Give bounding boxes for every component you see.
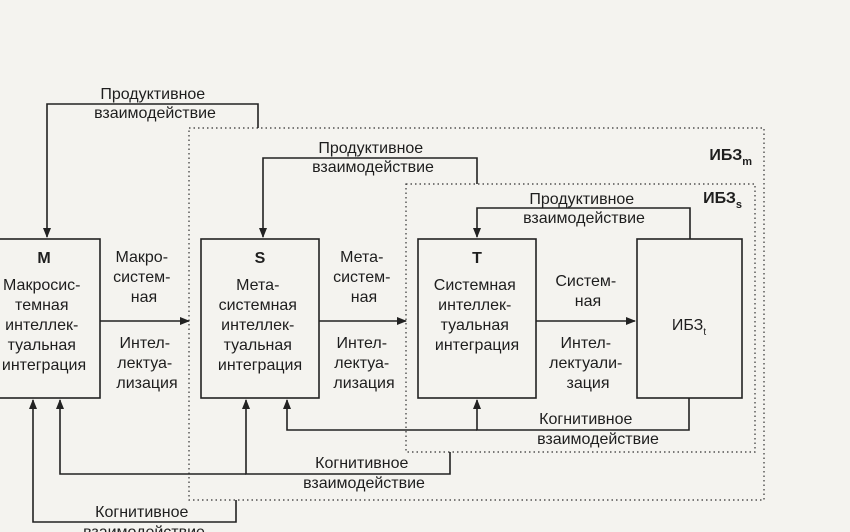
loop-prod-mid xyxy=(259,157,478,238)
loop-cog-inner-t xyxy=(473,398,690,431)
block-t xyxy=(417,238,537,399)
block-s xyxy=(200,238,320,399)
block-t-letter: Т xyxy=(472,250,482,267)
label-prod-mid: Продуктивное взаимодействие xyxy=(312,140,434,176)
loop-prod-inner xyxy=(473,207,691,239)
loop-cog-outer xyxy=(29,399,237,523)
block-m xyxy=(0,238,101,399)
zone-ibz-s xyxy=(405,183,756,453)
block-ibz-t-label: ИБЗt xyxy=(672,317,706,338)
block-m-letter: М xyxy=(37,250,50,267)
flow-ti-bottom: Интел- лектуали- зация xyxy=(549,335,627,392)
loop-prod-outer xyxy=(43,103,259,238)
label-cog-inner: Когнитивное взаимодействие xyxy=(537,411,659,448)
loop-cog-mid-m xyxy=(56,399,246,475)
zone-ibz-s-label: ИБЗs xyxy=(703,190,742,211)
block-s-letter: S xyxy=(255,250,266,267)
zone-ibz-m-label: ИБЗm xyxy=(709,147,752,168)
block-s-text: Мета- системная интеллек- туальная интег… xyxy=(218,277,302,374)
flow-ti-top: Систем- ная xyxy=(555,273,620,310)
label-cog-mid: Когнитивное взаимодействие xyxy=(303,455,425,492)
flow-ms-top: Макро- систем- ная xyxy=(113,249,175,306)
flow-ms-bottom: Интел- лектуа- лизация xyxy=(116,335,177,392)
flow-st-bottom: Интел- лектуа- лизация xyxy=(333,335,394,392)
block-t-text: Системная интеллек- туальная интеграция xyxy=(434,277,520,354)
label-prod-outer: Продуктивное взаимодействие xyxy=(94,86,216,122)
loop-cog-mid-s xyxy=(242,399,451,475)
loop-cog-inner-s xyxy=(283,399,477,431)
block-m-text: Макросис- темная интеллек- туальная инте… xyxy=(2,277,86,374)
label-cog-outer: Когнитивное взаимодействие xyxy=(83,504,205,532)
label-prod-inner: Продуктивное взаимодействие xyxy=(523,191,645,227)
zone-ibz-m xyxy=(188,127,765,501)
flow-st-top: Мета- систем- ная xyxy=(333,249,395,306)
block-ibz-t xyxy=(636,238,743,399)
